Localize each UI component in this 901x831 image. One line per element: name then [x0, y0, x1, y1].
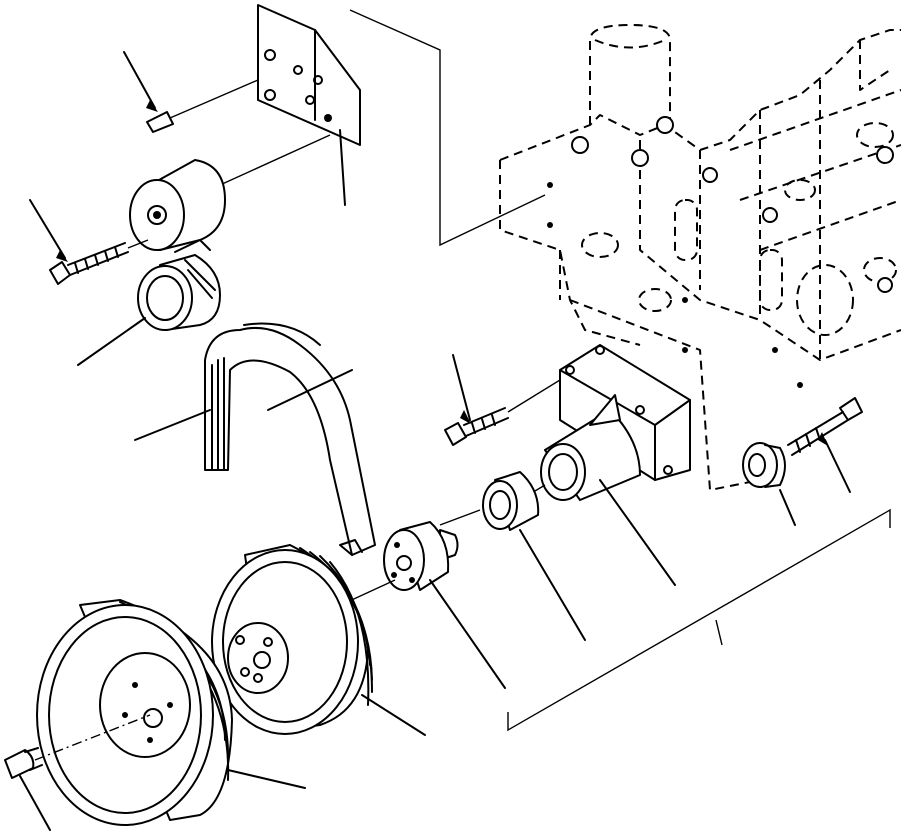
crankshaft-pulley [34, 599, 306, 826]
washer [742, 442, 796, 526]
bracket [257, 4, 361, 146]
housing-bolt [444, 354, 561, 446]
tensioner-bolt [29, 199, 149, 285]
pulley-hub [383, 521, 506, 689]
drive-belt [134, 322, 376, 556]
bracket-bolt [123, 51, 259, 133]
tensioner-pulley [129, 129, 346, 253]
bearing-spacer [439, 471, 586, 641]
mounting-bolt [787, 397, 863, 493]
pump-housing [540, 344, 691, 586]
engine-block [499, 24, 901, 491]
capscrew [4, 747, 51, 831]
drive-pulley [211, 544, 426, 736]
assembly-bracket-line [507, 508, 891, 732]
bracket-leader [349, 9, 546, 247]
idler-pulley [77, 254, 221, 366]
